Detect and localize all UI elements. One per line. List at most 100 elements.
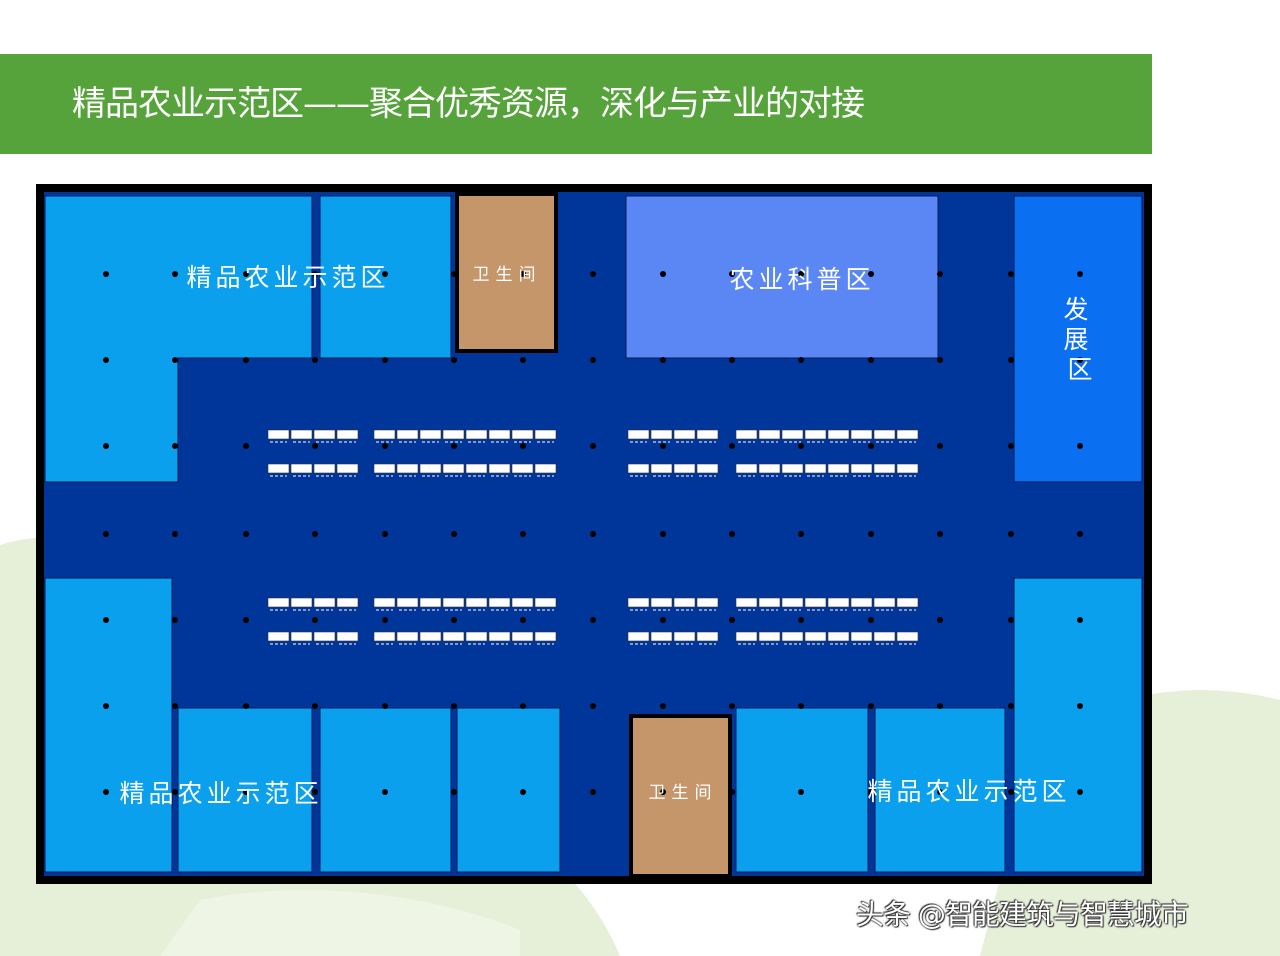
column-dot [451, 617, 457, 623]
bench [442, 597, 465, 608]
column-dot [937, 703, 943, 709]
bench [873, 631, 896, 642]
bench [627, 463, 650, 474]
bench [488, 429, 511, 440]
column-dot [868, 357, 874, 363]
zone-top-left [44, 195, 313, 483]
column-dot [1008, 789, 1014, 795]
column-dot [660, 617, 666, 623]
label-toilet-top: 卫生间 [473, 265, 542, 285]
bench [373, 429, 396, 440]
bench [735, 631, 758, 642]
bench [804, 631, 827, 642]
bench [827, 631, 850, 642]
column-dot [590, 531, 596, 537]
bench [758, 463, 781, 474]
column-dot [1077, 271, 1083, 277]
bench [534, 597, 557, 608]
bench [313, 429, 336, 440]
column-dot [660, 531, 666, 537]
column-dot [1008, 531, 1014, 537]
bench [442, 631, 465, 642]
bench [735, 597, 758, 608]
bench [873, 597, 896, 608]
column-dot [172, 443, 178, 449]
column-dot [868, 789, 874, 795]
column-dot [312, 789, 318, 795]
column-dot [660, 789, 666, 795]
bench [396, 429, 419, 440]
column-dot [1077, 531, 1083, 537]
bench [488, 597, 511, 608]
bench [650, 597, 673, 608]
bench [465, 631, 488, 642]
column-dot [868, 617, 874, 623]
bench [442, 463, 465, 474]
bench [735, 463, 758, 474]
column-dot [172, 357, 178, 363]
bench [290, 597, 313, 608]
column-dot [103, 357, 109, 363]
bench [735, 429, 758, 440]
column-dot [312, 443, 318, 449]
column-dot [243, 271, 249, 277]
column-dot [937, 531, 943, 537]
column-dot [451, 703, 457, 709]
column-dot [868, 271, 874, 277]
column-dot [798, 443, 804, 449]
bench [396, 463, 419, 474]
bench [804, 429, 827, 440]
bench [627, 631, 650, 642]
column-dot [103, 703, 109, 709]
bench [336, 597, 359, 608]
bench [850, 597, 873, 608]
bench [534, 463, 557, 474]
column-dot [382, 271, 388, 277]
bench [650, 463, 673, 474]
column-dot [937, 443, 943, 449]
bench [673, 429, 696, 440]
bench [373, 463, 396, 474]
label-demo-top: 精品农业示范区 [186, 263, 389, 292]
column-dot [798, 357, 804, 363]
bench [827, 463, 850, 474]
column-dot [382, 789, 388, 795]
column-dot [243, 703, 249, 709]
bench [373, 631, 396, 642]
bench [488, 631, 511, 642]
bench [290, 463, 313, 474]
column-dot [798, 789, 804, 795]
column-dot [520, 789, 526, 795]
column-dot [103, 443, 109, 449]
bench [827, 429, 850, 440]
bench [896, 597, 919, 608]
column-dot [451, 789, 457, 795]
label-toilet-bottom: 卫生间 [649, 783, 718, 803]
column-dot [103, 271, 109, 277]
column-dot [1077, 617, 1083, 623]
column-dot [312, 617, 318, 623]
column-dot [729, 271, 735, 277]
column-dot [590, 357, 596, 363]
column-dot [520, 357, 526, 363]
bench [336, 631, 359, 642]
column-dot [660, 443, 666, 449]
bench [650, 429, 673, 440]
bench [758, 631, 781, 642]
bench [850, 631, 873, 642]
column-dot [798, 271, 804, 277]
bench [627, 597, 650, 608]
bench [442, 429, 465, 440]
zone-development [1013, 195, 1143, 483]
column-dot [172, 271, 178, 277]
column-dot [312, 531, 318, 537]
column-dot [868, 443, 874, 449]
bench [804, 463, 827, 474]
bench [465, 463, 488, 474]
bench [896, 463, 919, 474]
zone-bottom-4 [456, 707, 561, 873]
bench [896, 429, 919, 440]
zone-top-left-2 [319, 195, 452, 359]
bench [267, 597, 290, 608]
bench [696, 429, 719, 440]
